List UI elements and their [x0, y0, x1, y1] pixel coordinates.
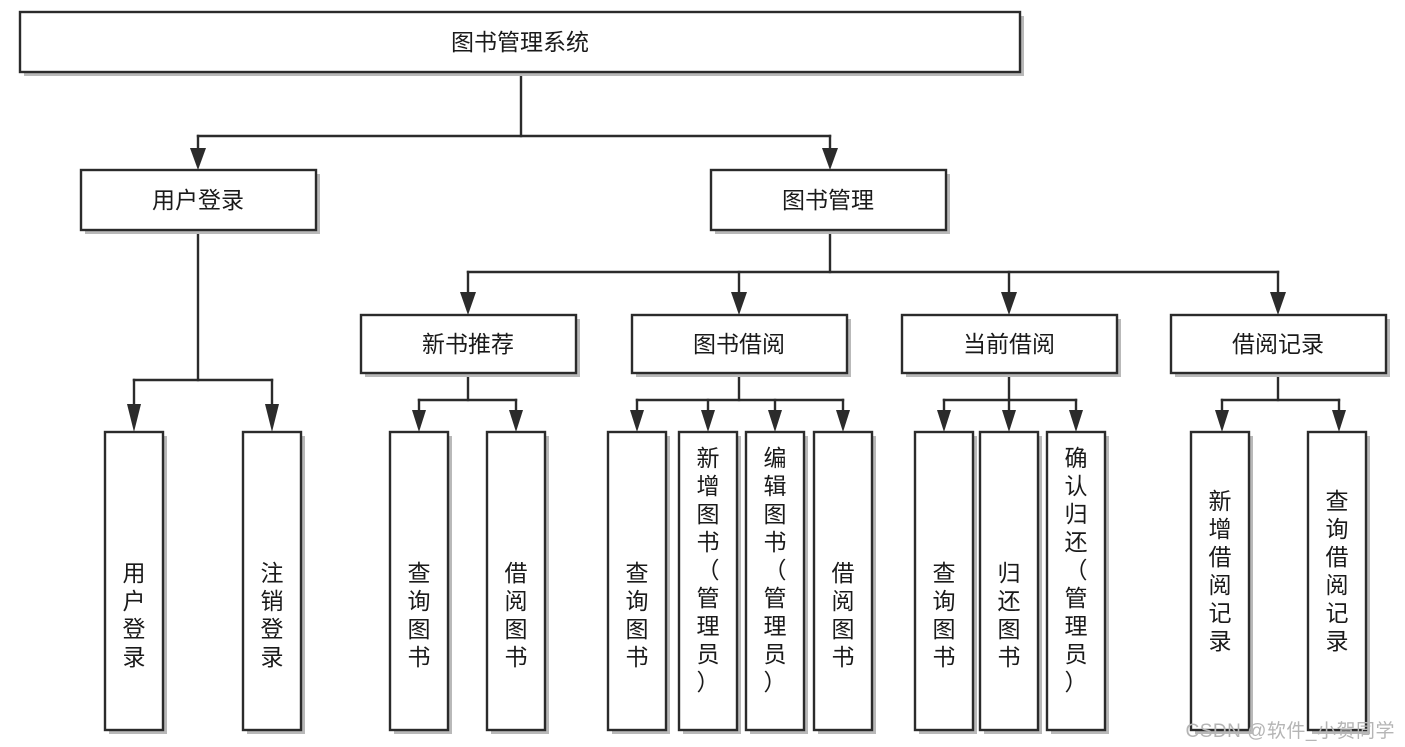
node-book-management-label: 图书管理: [782, 187, 874, 213]
arrow-head-leaf-borrow-book-2: [836, 410, 850, 432]
node-leaf-user-login[interactable]: 用户登录: [103, 430, 167, 734]
arrow-head-user-login: [190, 148, 206, 170]
node-leaf-borrow-book-2-label: 借阅图书: [832, 560, 855, 670]
node-borrow-record[interactable]: 借阅记录: [1169, 313, 1390, 377]
node-leaf-borrow-book-2-rect[interactable]: [812, 430, 874, 732]
arrow-head-new-book-recommend: [460, 292, 476, 315]
arrow-head-leaf-query-book-1: [412, 410, 426, 432]
node-leaf-add-book-rect[interactable]: [677, 430, 739, 732]
node-current-borrow-rect[interactable]: [900, 313, 1119, 375]
node-leaf-add-record-label: 新增借阅记录: [1209, 488, 1232, 654]
arrow-head-book-borrow: [731, 292, 747, 315]
arrow-head-borrow-record: [1270, 292, 1286, 315]
node-leaf-edit-book-label: 编辑图书（管理员）: [764, 445, 787, 695]
arrow-head-leaf-user-login: [127, 404, 141, 432]
node-leaf-borrow-book-1-label: 借阅图书: [505, 560, 528, 670]
edge-group-user-login-to-leaves: [127, 230, 279, 432]
arrow-head-leaf-add-book: [701, 410, 715, 432]
node-book-borrow-rect[interactable]: [630, 313, 849, 375]
arrow-head-leaf-query-record: [1332, 410, 1346, 432]
node-book-borrow[interactable]: 图书借阅: [630, 313, 851, 377]
arrow-head-current-borrow: [1001, 292, 1017, 315]
node-leaf-add-record-rect[interactable]: [1189, 430, 1251, 732]
node-leaf-query-book-2[interactable]: 查询图书: [606, 430, 670, 734]
node-book-borrow-label: 图书借阅: [693, 331, 785, 357]
arrow-head-leaf-query-book-2: [630, 410, 644, 432]
node-leaf-add-record[interactable]: 新增借阅记录: [1189, 430, 1253, 734]
node-leaf-add-book[interactable]: 新增图书（管理员）: [677, 430, 741, 734]
node-borrow-record-rect[interactable]: [1169, 313, 1388, 375]
node-leaf-query-book-2-rect[interactable]: [606, 430, 668, 732]
node-leaf-logout-login[interactable]: 注销登录: [241, 430, 305, 734]
node-book-management[interactable]: 图书管理: [709, 168, 950, 234]
arrow-head-leaf-query-book-3: [937, 410, 951, 432]
node-leaf-confirm-return[interactable]: 确认归还（管理员）: [1045, 430, 1109, 734]
arrow-head-book-management: [822, 148, 838, 170]
node-leaf-logout-login-rect[interactable]: [241, 430, 303, 732]
node-leaf-query-book-1-rect[interactable]: [388, 430, 450, 732]
arrow-head-leaf-edit-book: [768, 410, 782, 432]
node-leaf-edit-book[interactable]: 编辑图书（管理员）: [744, 430, 808, 734]
node-leaf-return-book-label: 归还图书: [998, 560, 1021, 670]
node-leaf-borrow-book-1-rect[interactable]: [485, 430, 547, 732]
arrow-head-leaf-return-book: [1002, 410, 1016, 432]
node-leaf-borrow-book-1[interactable]: 借阅图书: [485, 430, 549, 734]
node-root-system[interactable]: 图书管理系统: [18, 10, 1024, 76]
edge-group-borrow-record-to-leaves: [1215, 373, 1346, 432]
arrow-head-leaf-borrow-book-1: [509, 410, 523, 432]
arrow-head-leaf-add-record: [1215, 410, 1229, 432]
arrow-head-leaf-logout-login: [265, 404, 279, 432]
node-leaf-query-book-3-label: 查询图书: [933, 560, 956, 670]
node-leaf-confirm-return-label: 确认归还（管理员）: [1065, 445, 1088, 695]
node-leaf-query-record-label: 查询借阅记录: [1326, 488, 1349, 654]
edge-group-book-borrow-to-leaves: [630, 373, 850, 432]
node-current-borrow[interactable]: 当前借阅: [900, 313, 1121, 377]
node-leaf-edit-book-rect[interactable]: [744, 430, 806, 732]
node-leaf-borrow-book-2[interactable]: 借阅图书: [812, 430, 876, 734]
node-root-rect[interactable]: [18, 10, 1022, 74]
node-leaf-user-login-label: 用户登录: [123, 560, 146, 670]
node-borrow-record-label: 借阅记录: [1232, 331, 1324, 357]
node-leaf-query-book-1[interactable]: 查询图书: [388, 430, 452, 734]
edge-group-root-to-level2: [190, 72, 838, 170]
edge-group-new-book-recommend-to-leaves: [412, 373, 523, 432]
node-user-login-rect[interactable]: [79, 168, 318, 232]
node-leaf-add-book-label: 新增图书（管理员）: [697, 445, 720, 695]
node-leaf-query-book-1-label: 查询图书: [408, 560, 431, 670]
node-new-book-recommend[interactable]: 新书推荐: [359, 313, 580, 377]
node-leaf-confirm-return-rect[interactable]: [1045, 430, 1107, 732]
node-root-label: 图书管理系统: [451, 29, 589, 55]
node-leaf-logout-login-label: 注销登录: [261, 560, 284, 670]
node-leaf-user-login-rect[interactable]: [103, 430, 165, 732]
node-current-borrow-label: 当前借阅: [963, 331, 1055, 357]
node-leaf-query-book-2-label: 查询图书: [626, 560, 649, 670]
node-new-book-recommend-rect[interactable]: [359, 313, 578, 375]
node-leaf-query-record[interactable]: 查询借阅记录: [1306, 430, 1370, 734]
node-leaf-query-book-3[interactable]: 查询图书: [913, 430, 977, 734]
node-leaf-query-record-rect[interactable]: [1306, 430, 1368, 732]
node-new-book-recommend-label: 新书推荐: [422, 331, 514, 357]
node-user-login-label: 用户登录: [152, 187, 244, 213]
arrow-head-leaf-confirm-return: [1069, 410, 1083, 432]
node-leaf-query-book-3-rect[interactable]: [913, 430, 975, 732]
edge-group-current-borrow-to-leaves: [937, 373, 1083, 432]
node-book-management-rect[interactable]: [709, 168, 948, 232]
node-leaf-return-book[interactable]: 归还图书: [978, 430, 1042, 734]
edge-group-book-management-to-level3: [460, 230, 1286, 315]
node-user-login[interactable]: 用户登录: [79, 168, 320, 234]
node-leaf-return-book-rect[interactable]: [978, 430, 1040, 732]
